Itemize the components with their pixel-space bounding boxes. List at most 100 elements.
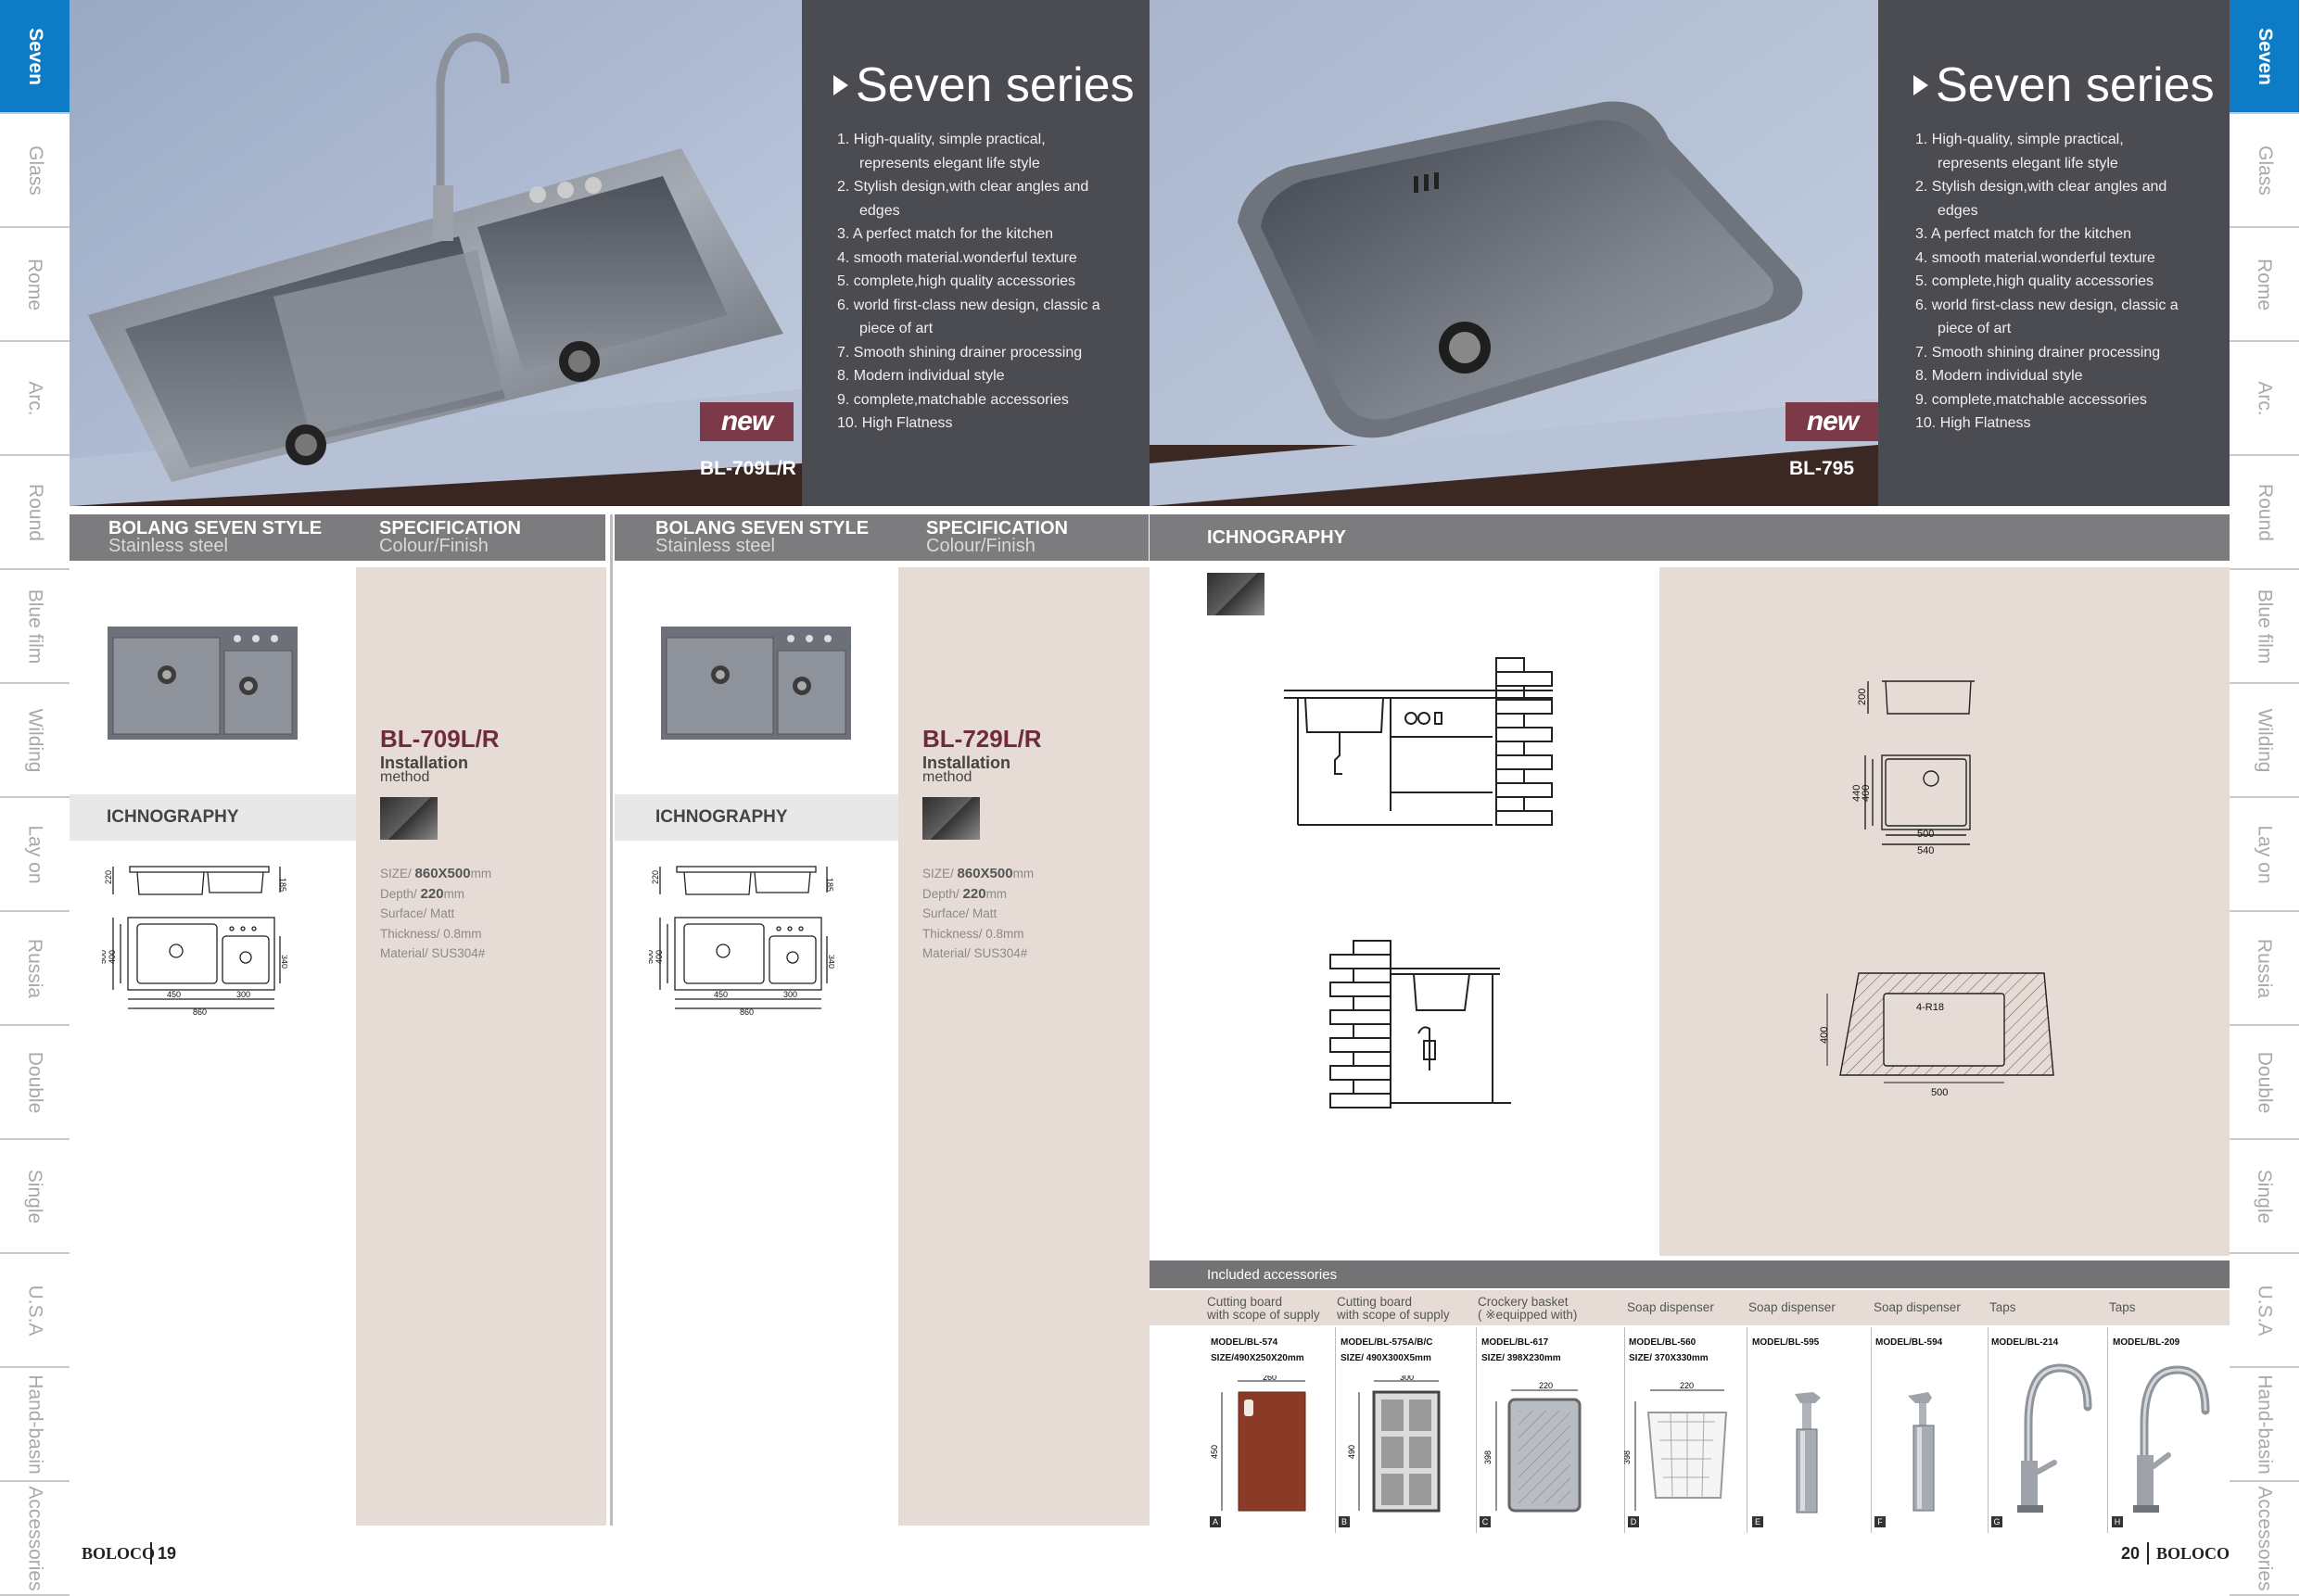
spec-column (356, 567, 606, 1526)
brand-logo: BOLOCO (2156, 1544, 2230, 1563)
dim-w2: 300 (236, 990, 250, 999)
accessory-letter: B (1339, 1516, 1350, 1527)
tab-blue-film[interactable]: Blue film (0, 570, 70, 684)
tab-wilding[interactable]: Wilding (0, 684, 70, 798)
tab-single[interactable]: Single (2230, 1140, 2299, 1254)
series-title: Seven series (1913, 57, 2215, 113)
tab-blue-film[interactable]: Blue film (2230, 570, 2299, 684)
tab-round[interactable]: Round (0, 456, 70, 570)
tab-usa[interactable]: U.S.A (0, 1254, 70, 1368)
page-number: 20 (2121, 1544, 2141, 1563)
dim-h: 398 (1483, 1450, 1493, 1464)
column-divider (610, 514, 613, 1526)
spec-surface: Surface/ Matt (922, 906, 998, 920)
single-sink-photo (1150, 0, 1878, 506)
dim-cut-w: 500 (1931, 1087, 1948, 1098)
dim-w: 220 (1680, 1381, 1694, 1390)
hero-photo-left: new BL-709L/R (70, 0, 802, 506)
dim-top-h: 220 (104, 870, 113, 884)
feature-item: 6. world first-class new design, classic… (837, 297, 1100, 337)
tab-label: Lay on (24, 824, 46, 884)
accessory-letter: A (1210, 1516, 1221, 1527)
dim-h: 490 (1347, 1445, 1356, 1459)
tab-rome[interactable]: Rome (2230, 228, 2299, 342)
divider (1476, 1327, 1477, 1533)
feature-item: 7. Smooth shining drainer processing (837, 344, 1083, 361)
tab-label: U.S.A (2254, 1285, 2276, 1336)
accessory-letter: G (1991, 1516, 2002, 1527)
cutting-board-icon: 260 450 (1210, 1375, 1306, 1512)
dim-right-h: 340 (827, 955, 834, 969)
tab-label: Arc. (2254, 380, 2276, 416)
top-view-drawing: 200 440 400 500 540 (1851, 680, 1975, 856)
tab-single[interactable]: Single (0, 1140, 70, 1254)
dimension-column (1659, 567, 2230, 1256)
dim-left-h1: 500 (102, 950, 108, 964)
divider (2107, 1327, 2108, 1533)
tab-wilding[interactable]: Wilding (2230, 684, 2299, 798)
tab-lay-on[interactable]: Lay on (0, 798, 70, 912)
tab-glass[interactable]: Glass (0, 114, 70, 228)
accessory-letter: H (2112, 1516, 2123, 1527)
accessory-model: MODEL/BL-595 (1752, 1337, 1820, 1348)
spec-size: SIZE/ 860X500mm (922, 866, 1035, 881)
tab-round[interactable]: Round (2230, 456, 2299, 570)
tab-hand-basin[interactable]: Hand-basin (2230, 1368, 2299, 1482)
ichnography-label: ICHNOGRAPHY (615, 794, 898, 841)
accessories-header (1150, 1290, 2230, 1325)
product-thumbnail (661, 627, 851, 740)
new-badge: new (700, 402, 794, 441)
tab-accessories[interactable]: Accessories (0, 1482, 70, 1596)
dim-top-d: 185 (278, 878, 287, 892)
dim-w2: 540 (1917, 845, 1934, 856)
feature-item: 9. complete,matchable accessories (837, 391, 1069, 408)
style-sub: Stainless steel (108, 536, 228, 556)
model-name: BL-729L/R (922, 725, 1042, 753)
tab-lay-on[interactable]: Lay on (2230, 798, 2299, 912)
tab-label: Hand-basin (2254, 1374, 2276, 1475)
feature-item: 10. High Flatness (1915, 415, 2031, 431)
series-panel-left: Seven series 1. High-quality, simple pra… (802, 0, 1150, 506)
tab-russia[interactable]: Russia (0, 912, 70, 1026)
tab-rome[interactable]: Rome (0, 228, 70, 342)
tab-usa[interactable]: U.S.A (2230, 1254, 2299, 1368)
feature-item: 2. Stylish design,with clear angles and … (837, 179, 1089, 219)
tab-hand-basin[interactable]: Hand-basin (0, 1368, 70, 1482)
dim-w1: 500 (1917, 829, 1934, 840)
footer-divider (2147, 1542, 2149, 1564)
tab-arc[interactable]: Arc. (2230, 342, 2299, 456)
dim-w1: 450 (714, 990, 728, 999)
page-number: 19 (158, 1544, 177, 1563)
ichnography-label: ICHNOGRAPHY (70, 794, 356, 841)
feature-item: 9. complete,matchable accessories (1915, 391, 2147, 408)
spec-surface: Surface/ Matt (380, 906, 455, 920)
tab-russia[interactable]: Russia (2230, 912, 2299, 1026)
tab-label: Lay on (2254, 824, 2276, 884)
tab-double[interactable]: Double (2230, 1026, 2299, 1140)
tab-glass[interactable]: Glass (2230, 114, 2299, 228)
dim-w: 260 (1263, 1375, 1277, 1382)
dim-right-h: 340 (280, 955, 287, 969)
spec-sub: Colour/Finish (379, 536, 489, 556)
feature-item: 10. High Flatness (837, 415, 953, 431)
tab-seven[interactable]: Seven (0, 0, 70, 114)
tab-arc[interactable]: Arc. (0, 342, 70, 456)
dish-rack-icon: 220 398 (1624, 1381, 1728, 1511)
tab-seven[interactable]: Seven (2230, 0, 2299, 114)
tab-double[interactable]: Double (0, 1026, 70, 1140)
hero-model-label: BL-795 (1789, 458, 1855, 479)
spec-label-text: SPECIFICATION (379, 518, 521, 538)
accessory-name: Soap dispenser (1748, 1300, 1836, 1314)
tab-label: Blue film (24, 589, 46, 664)
tab-label: Glass (2254, 145, 2276, 196)
tab-accessories[interactable]: Accessories (2230, 1482, 2299, 1596)
spec-material: Material/ SUS304# (380, 946, 486, 960)
dim-left-h2: 400 (108, 950, 117, 964)
arrow-icon (1913, 75, 1928, 95)
install-label: Installation (922, 754, 1011, 772)
